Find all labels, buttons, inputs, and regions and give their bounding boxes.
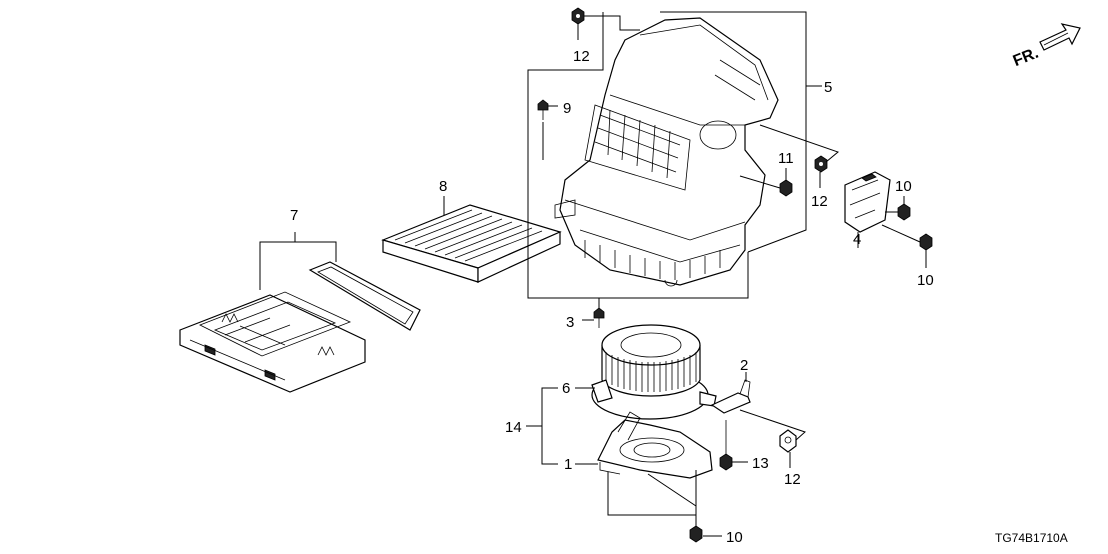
blower-housing-part: [554, 17, 779, 287]
screw-part-10-bottom: [689, 525, 703, 543]
filter-seal-part: [308, 261, 421, 331]
callout-12-bottom: 12: [784, 471, 801, 488]
callout-6: 6: [562, 380, 570, 397]
callout-11: 11: [778, 150, 794, 167]
blower-motor-part: [591, 324, 717, 420]
callout-5: 5: [824, 79, 832, 96]
callout-10-lower: 10: [917, 272, 934, 289]
callout-14: 14: [505, 419, 522, 436]
screw-part-13: [719, 420, 733, 471]
air-filter-part: [381, 204, 562, 283]
nut-part-top: [571, 7, 585, 25]
mounting-bracket-part: [710, 379, 751, 414]
callout-2: 2: [740, 357, 748, 374]
callout-1: 1: [564, 456, 572, 473]
callout-9: 9: [563, 100, 571, 117]
filter-cover-part: [179, 291, 366, 393]
callout-7: 7: [290, 207, 298, 224]
callout-13: 13: [752, 455, 769, 472]
front-label: FR.: [1011, 45, 1041, 70]
callout-10-upper: 10: [895, 178, 912, 195]
screw-part-10-upper: [897, 203, 911, 221]
callout-10-bottom: 10: [726, 529, 743, 546]
blower-resistor-part: [844, 171, 891, 233]
nut-part-11: [779, 179, 793, 197]
screw-part-3: [593, 307, 605, 328]
callout-8: 8: [439, 178, 447, 195]
callout-12-right: 12: [811, 193, 828, 210]
callout-3: 3: [566, 314, 574, 331]
screw-part-9: [537, 99, 549, 120]
callout-12-top: 12: [573, 48, 590, 65]
nut-part-right: [814, 155, 828, 173]
callout-4: 4: [853, 231, 861, 248]
screw-part-10-lower: [919, 233, 933, 251]
front-direction-arrow-icon: FR.: [1011, 23, 1081, 70]
nut-part-bottom: [779, 429, 797, 453]
diagram-code: TG74B1710A: [995, 531, 1068, 545]
motor-base-part: [597, 411, 713, 479]
